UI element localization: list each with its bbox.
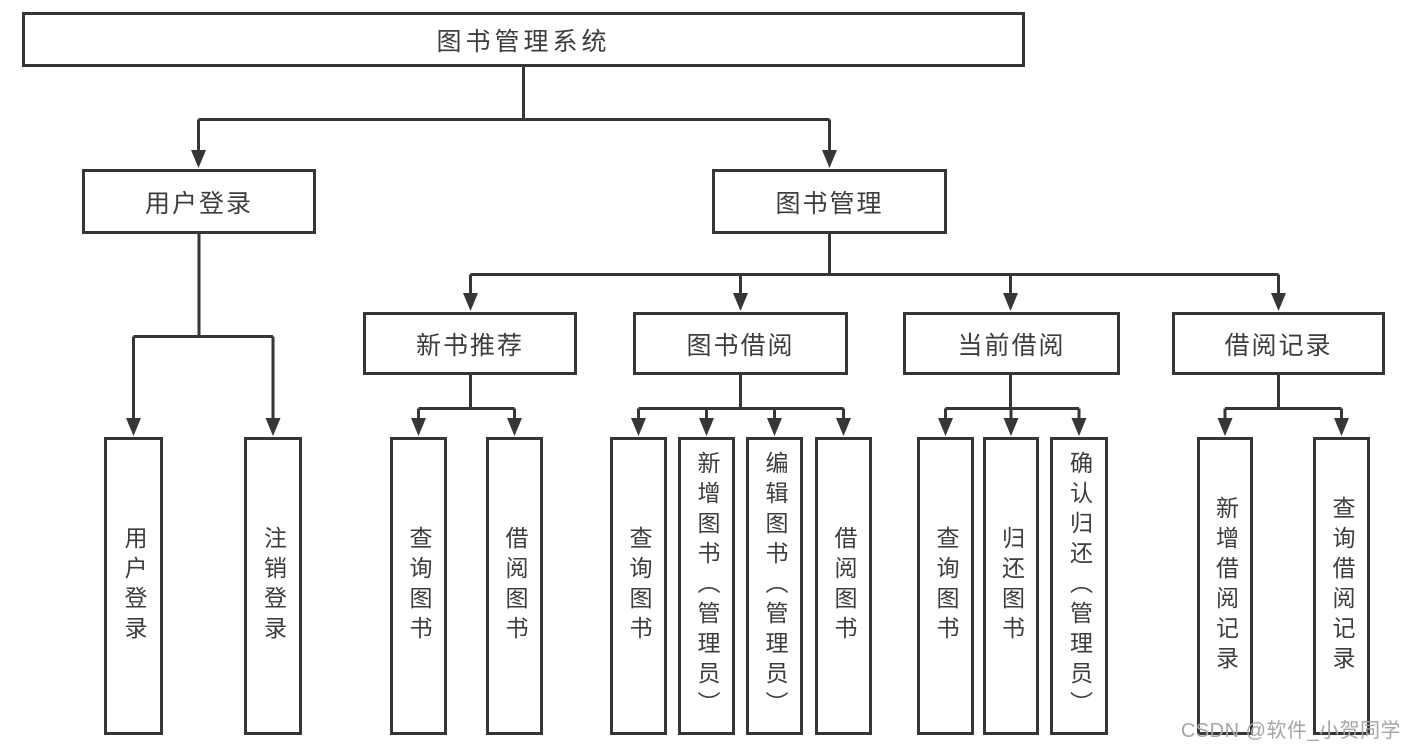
leaf-query-book-current: 查询图书 — [917, 437, 974, 735]
leaf-confirm-return-admin: 确认归还（管理员） — [1050, 437, 1108, 735]
node-label: 查询图书 — [406, 526, 432, 646]
node-book-borrow: 图书借阅 — [633, 312, 848, 375]
node-label: 图书借阅 — [686, 331, 795, 360]
leaf-borrow-book-borrow: 借阅图书 — [815, 437, 872, 735]
leaf-query-book-borrow: 查询图书 — [610, 437, 667, 735]
node-label: 新增借阅记录 — [1212, 496, 1239, 676]
node-book-management: 图书管理 — [712, 169, 947, 234]
arrowhead-down-icon — [265, 418, 281, 436]
leaf-add-borrow-record: 新增借阅记录 — [1197, 437, 1253, 735]
node-label: 借阅图书 — [831, 526, 857, 646]
leaf-query-book-newbook: 查询图书 — [390, 437, 447, 735]
node-label: 归还图书 — [998, 526, 1025, 646]
arrowhead-down-icon — [733, 293, 748, 311]
node-label: 图书管理 — [775, 189, 884, 218]
arrowhead-down-icon — [1271, 293, 1286, 311]
arrowhead-down-icon — [1003, 418, 1019, 436]
leaf-logout: 注销登录 — [244, 437, 302, 735]
leaf-query-borrow-record: 查询借阅记录 — [1313, 437, 1370, 735]
connector-bookborrow-to-leaves — [637, 375, 845, 421]
node-label: 用户登录 — [144, 189, 253, 218]
arrowhead-down-icon — [631, 418, 646, 436]
node-label: 编辑图书（管理员） — [762, 451, 788, 721]
arrowhead-down-icon — [1071, 418, 1087, 436]
node-label: 确认归还（管理员） — [1066, 451, 1093, 721]
arrowhead-down-icon — [507, 418, 522, 436]
leaf-add-book-admin: 新增图书（管理员） — [678, 437, 735, 735]
node-current-borrow: 当前借阅 — [903, 312, 1120, 375]
connector-userlogin-to-leaves — [132, 234, 275, 420]
node-label: 当前借阅 — [957, 331, 1066, 360]
leaf-user-login: 用户登录 — [104, 437, 163, 735]
node-label: 注销登录 — [260, 526, 287, 646]
node-label: 图书管理系统 — [436, 27, 611, 56]
node-library-management-system: 图书管理系统 — [22, 12, 1025, 67]
node-label: 查询图书 — [626, 526, 652, 646]
node-label: 用户登录 — [121, 526, 147, 646]
csdn-watermark: CSDN @软件_小贺同学 — [1180, 720, 1401, 742]
node-label: 新增图书（管理员） — [694, 451, 720, 721]
arrowhead-down-icon — [1334, 418, 1349, 436]
arrowhead-down-icon — [822, 150, 837, 168]
node-user-login: 用户登录 — [82, 169, 316, 234]
node-label: 新书推荐 — [415, 331, 524, 360]
connector-root-to-level2 — [197, 67, 831, 152]
connector-borrowrecord-to-leaves — [1223, 375, 1343, 421]
node-label: 查询借阅记录 — [1329, 496, 1355, 676]
node-label: 借阅图书 — [502, 526, 528, 646]
arrowhead-down-icon — [938, 418, 953, 436]
arrowhead-down-icon — [836, 418, 851, 436]
connector-bookmgmt-to-level3 — [469, 234, 1280, 296]
arrowhead-down-icon — [463, 293, 478, 311]
leaf-borrow-book-newbook: 借阅图书 — [486, 437, 543, 735]
leaf-return-book: 归还图书 — [983, 437, 1039, 735]
arrowhead-down-icon — [699, 418, 714, 436]
arrowhead-down-icon — [1003, 293, 1018, 311]
arrowhead-down-icon — [191, 150, 206, 168]
node-new-book-recommend: 新书推荐 — [363, 312, 577, 375]
arrowhead-down-icon — [411, 418, 426, 436]
arrowhead-down-icon — [126, 418, 141, 436]
arrowhead-down-icon — [1217, 418, 1233, 436]
arrowhead-down-icon — [767, 418, 782, 436]
node-label: 查询图书 — [933, 526, 959, 646]
node-borrow-records: 借阅记录 — [1172, 312, 1385, 375]
connector-newbook-to-leaves — [417, 375, 516, 421]
connector-currentborrow-to-leaves — [944, 375, 1081, 421]
node-label: 借阅记录 — [1224, 331, 1333, 360]
leaf-edit-book-admin: 编辑图书（管理员） — [746, 437, 803, 735]
